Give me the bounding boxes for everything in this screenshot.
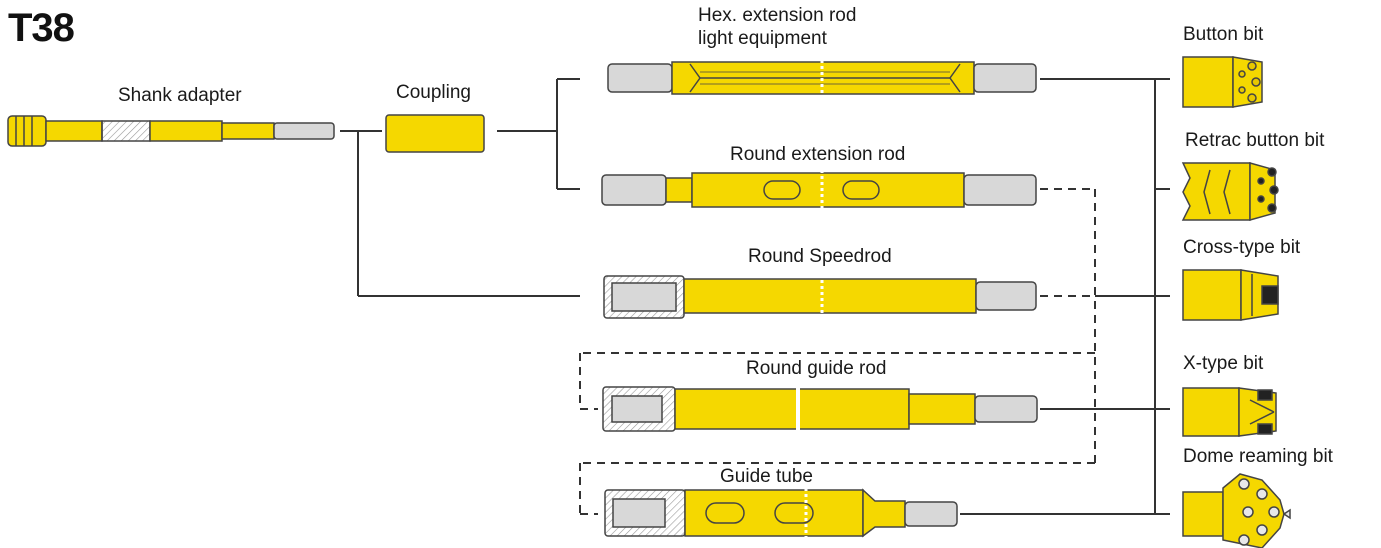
round-speedrod-component bbox=[603, 274, 1037, 319]
shank-adapter-label: Shank adapter bbox=[118, 85, 242, 106]
round-extension-rod-label: Round extension rod bbox=[730, 144, 906, 165]
guide-tube-component bbox=[604, 488, 958, 538]
page-title: T38 bbox=[8, 6, 75, 50]
coupling-component bbox=[385, 114, 485, 153]
hex-extension-rod-component bbox=[607, 60, 1037, 96]
round-guide-rod-component bbox=[602, 386, 1038, 432]
hex-extension-rod-sublabel: light equipment bbox=[698, 28, 827, 49]
connector-lines bbox=[340, 78, 1170, 515]
retrac-button-bit-label: Retrac button bit bbox=[1185, 130, 1325, 151]
cross-type-bit-label: Cross-type bit bbox=[1183, 237, 1301, 258]
x-type-bit-label: X-type bit bbox=[1183, 353, 1264, 374]
round-speedrod-label: Round Speedrod bbox=[748, 246, 892, 267]
coupling-label: Coupling bbox=[396, 82, 471, 103]
shank-adapter-component bbox=[7, 115, 335, 147]
x-type-bit-component bbox=[1182, 387, 1277, 437]
round-guide-rod-label: Round guide rod bbox=[746, 358, 887, 379]
cross-type-bit-component bbox=[1182, 269, 1279, 321]
dashed-connector-lines bbox=[579, 188, 1096, 515]
hex-extension-rod-label: Hex. extension rod bbox=[698, 5, 857, 26]
dome-reaming-bit-component bbox=[1182, 473, 1291, 548]
dome-reaming-bit-label: Dome reaming bit bbox=[1183, 446, 1333, 467]
round-extension-rod-component bbox=[601, 170, 1037, 210]
guide-tube-label: Guide tube bbox=[720, 466, 813, 487]
button-bit-component bbox=[1182, 56, 1263, 108]
retrac-button-bit-component bbox=[1181, 162, 1279, 221]
button-bit-label: Button bit bbox=[1183, 24, 1264, 45]
